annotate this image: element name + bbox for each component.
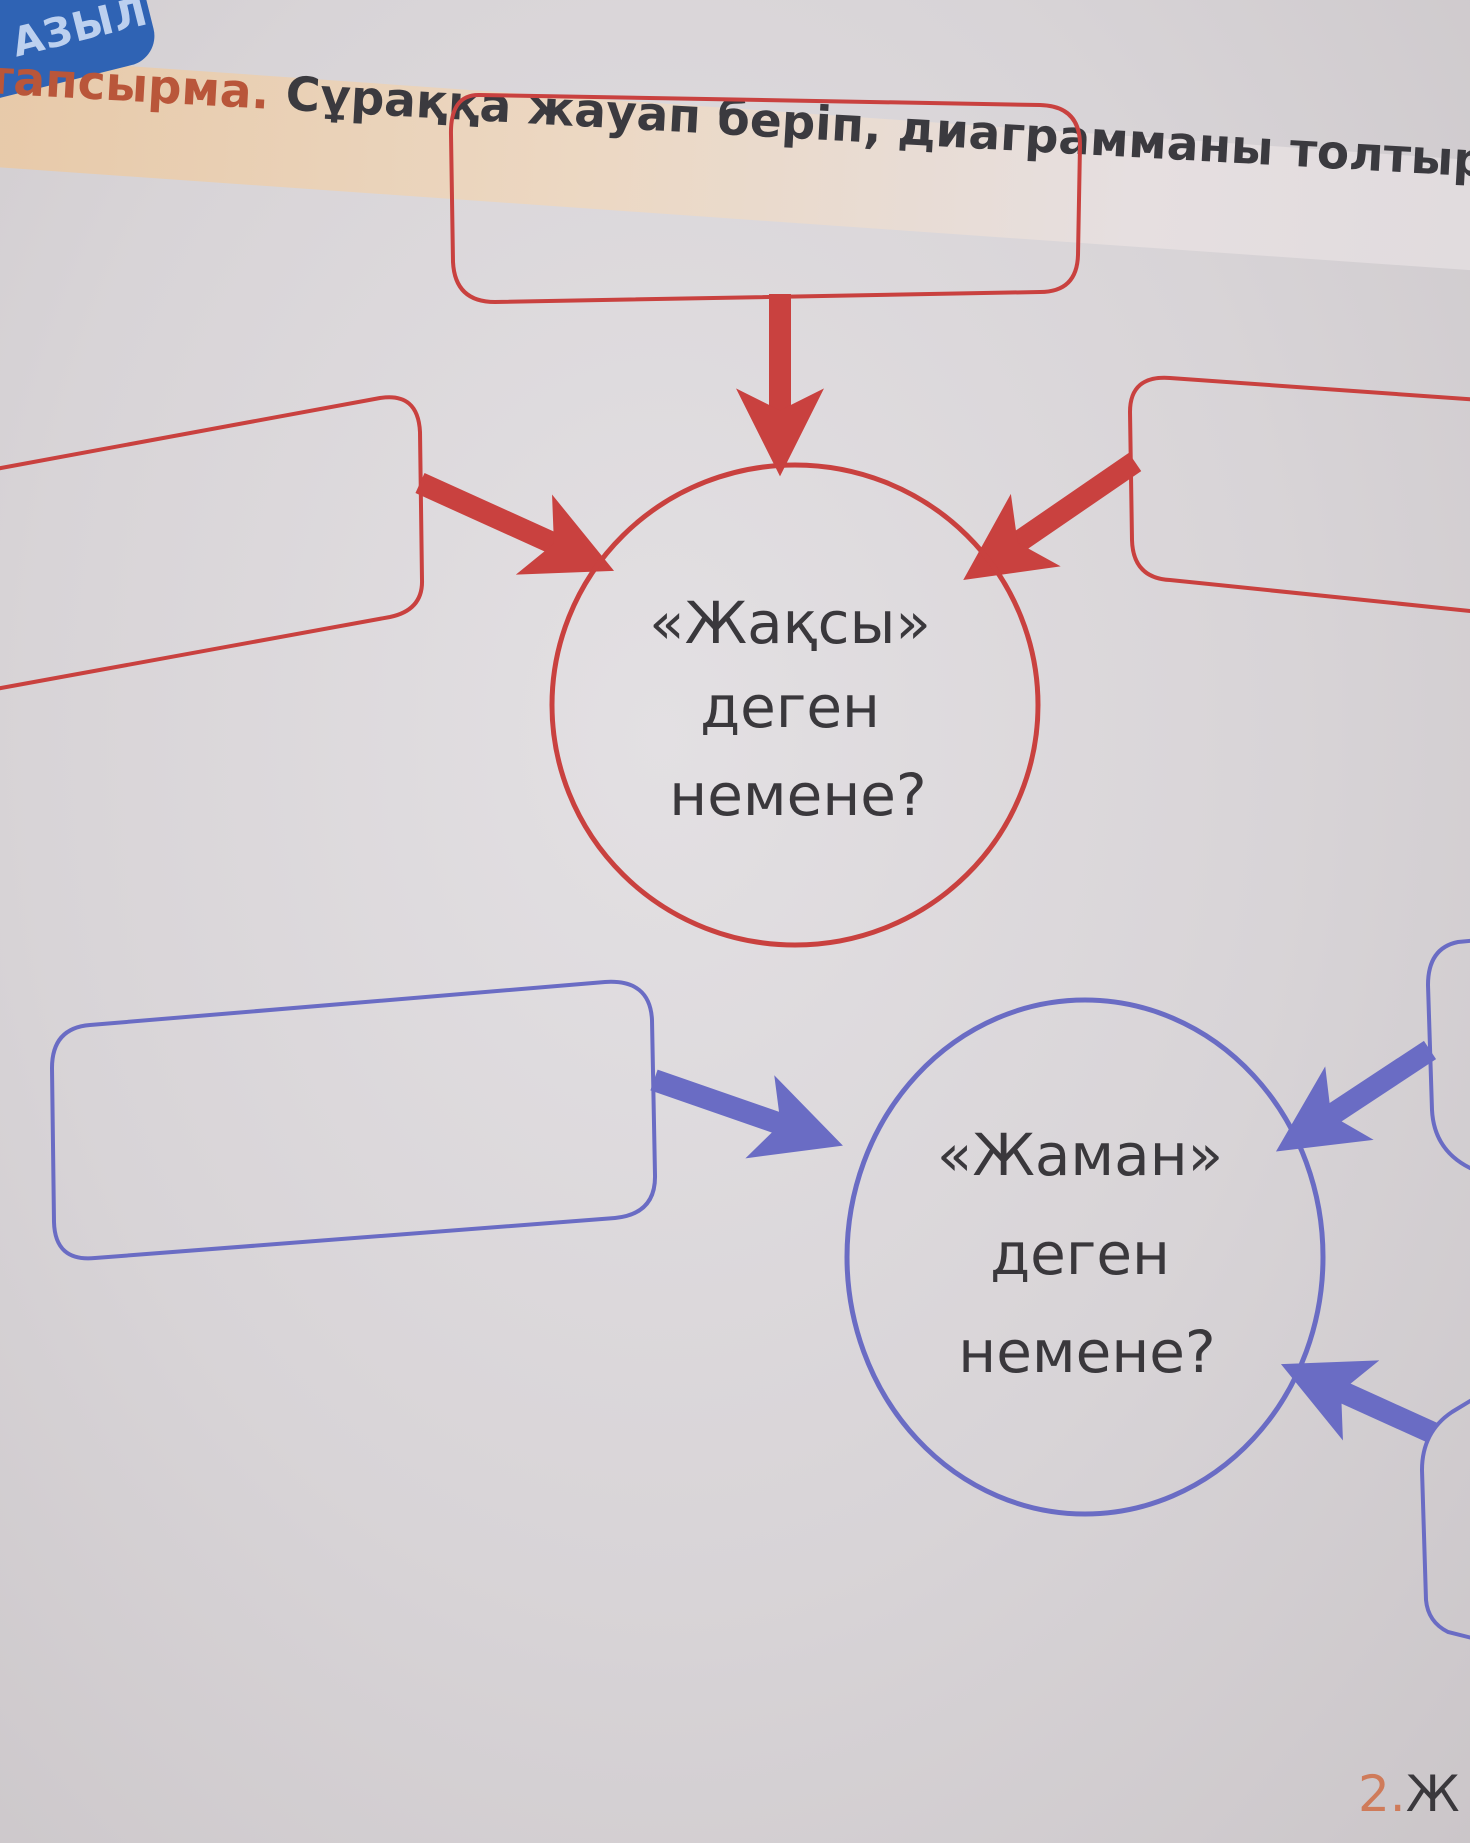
good-arrow-left bbox=[415, 472, 615, 575]
bad-center-line-1: «Жаман» bbox=[937, 1121, 1223, 1189]
bad-center-line-2: деген bbox=[990, 1220, 1170, 1288]
good-center-line-2: деген bbox=[700, 673, 880, 741]
next-task-number: 2.Ж bbox=[1358, 1765, 1460, 1823]
next-task-number-letter: Ж bbox=[1405, 1765, 1460, 1823]
good-answer-box-top[interactable] bbox=[448, 92, 1083, 305]
bad-arrow-right-upper bbox=[1275, 1040, 1437, 1152]
good-center-circle bbox=[549, 462, 1041, 948]
bad-center-line-3: немене? bbox=[958, 1318, 1215, 1386]
good-center-line-3: немене? bbox=[669, 761, 926, 829]
bad-arrow-right-lower bbox=[1280, 1360, 1438, 1444]
bad-center-circle bbox=[844, 997, 1326, 1517]
next-task-number-digit: 2. bbox=[1358, 1765, 1406, 1823]
good-arrow-right bbox=[963, 452, 1142, 580]
good-center-line-1: «Жақсы» bbox=[649, 589, 931, 657]
bad-answer-box-right-upper[interactable] bbox=[1425, 938, 1470, 1172]
good-answer-box-right[interactable] bbox=[1127, 375, 1470, 613]
good-answer-box-left[interactable] bbox=[0, 395, 425, 691]
bad-diagram: «Жаман» деген немене? bbox=[49, 938, 1470, 1640]
bad-answer-box-left[interactable] bbox=[49, 979, 658, 1261]
bad-arrow-left bbox=[650, 1069, 843, 1159]
bad-answer-box-right-lower[interactable] bbox=[1419, 1395, 1470, 1640]
good-diagram: «Жақсы» деген немене? bbox=[0, 92, 1470, 948]
